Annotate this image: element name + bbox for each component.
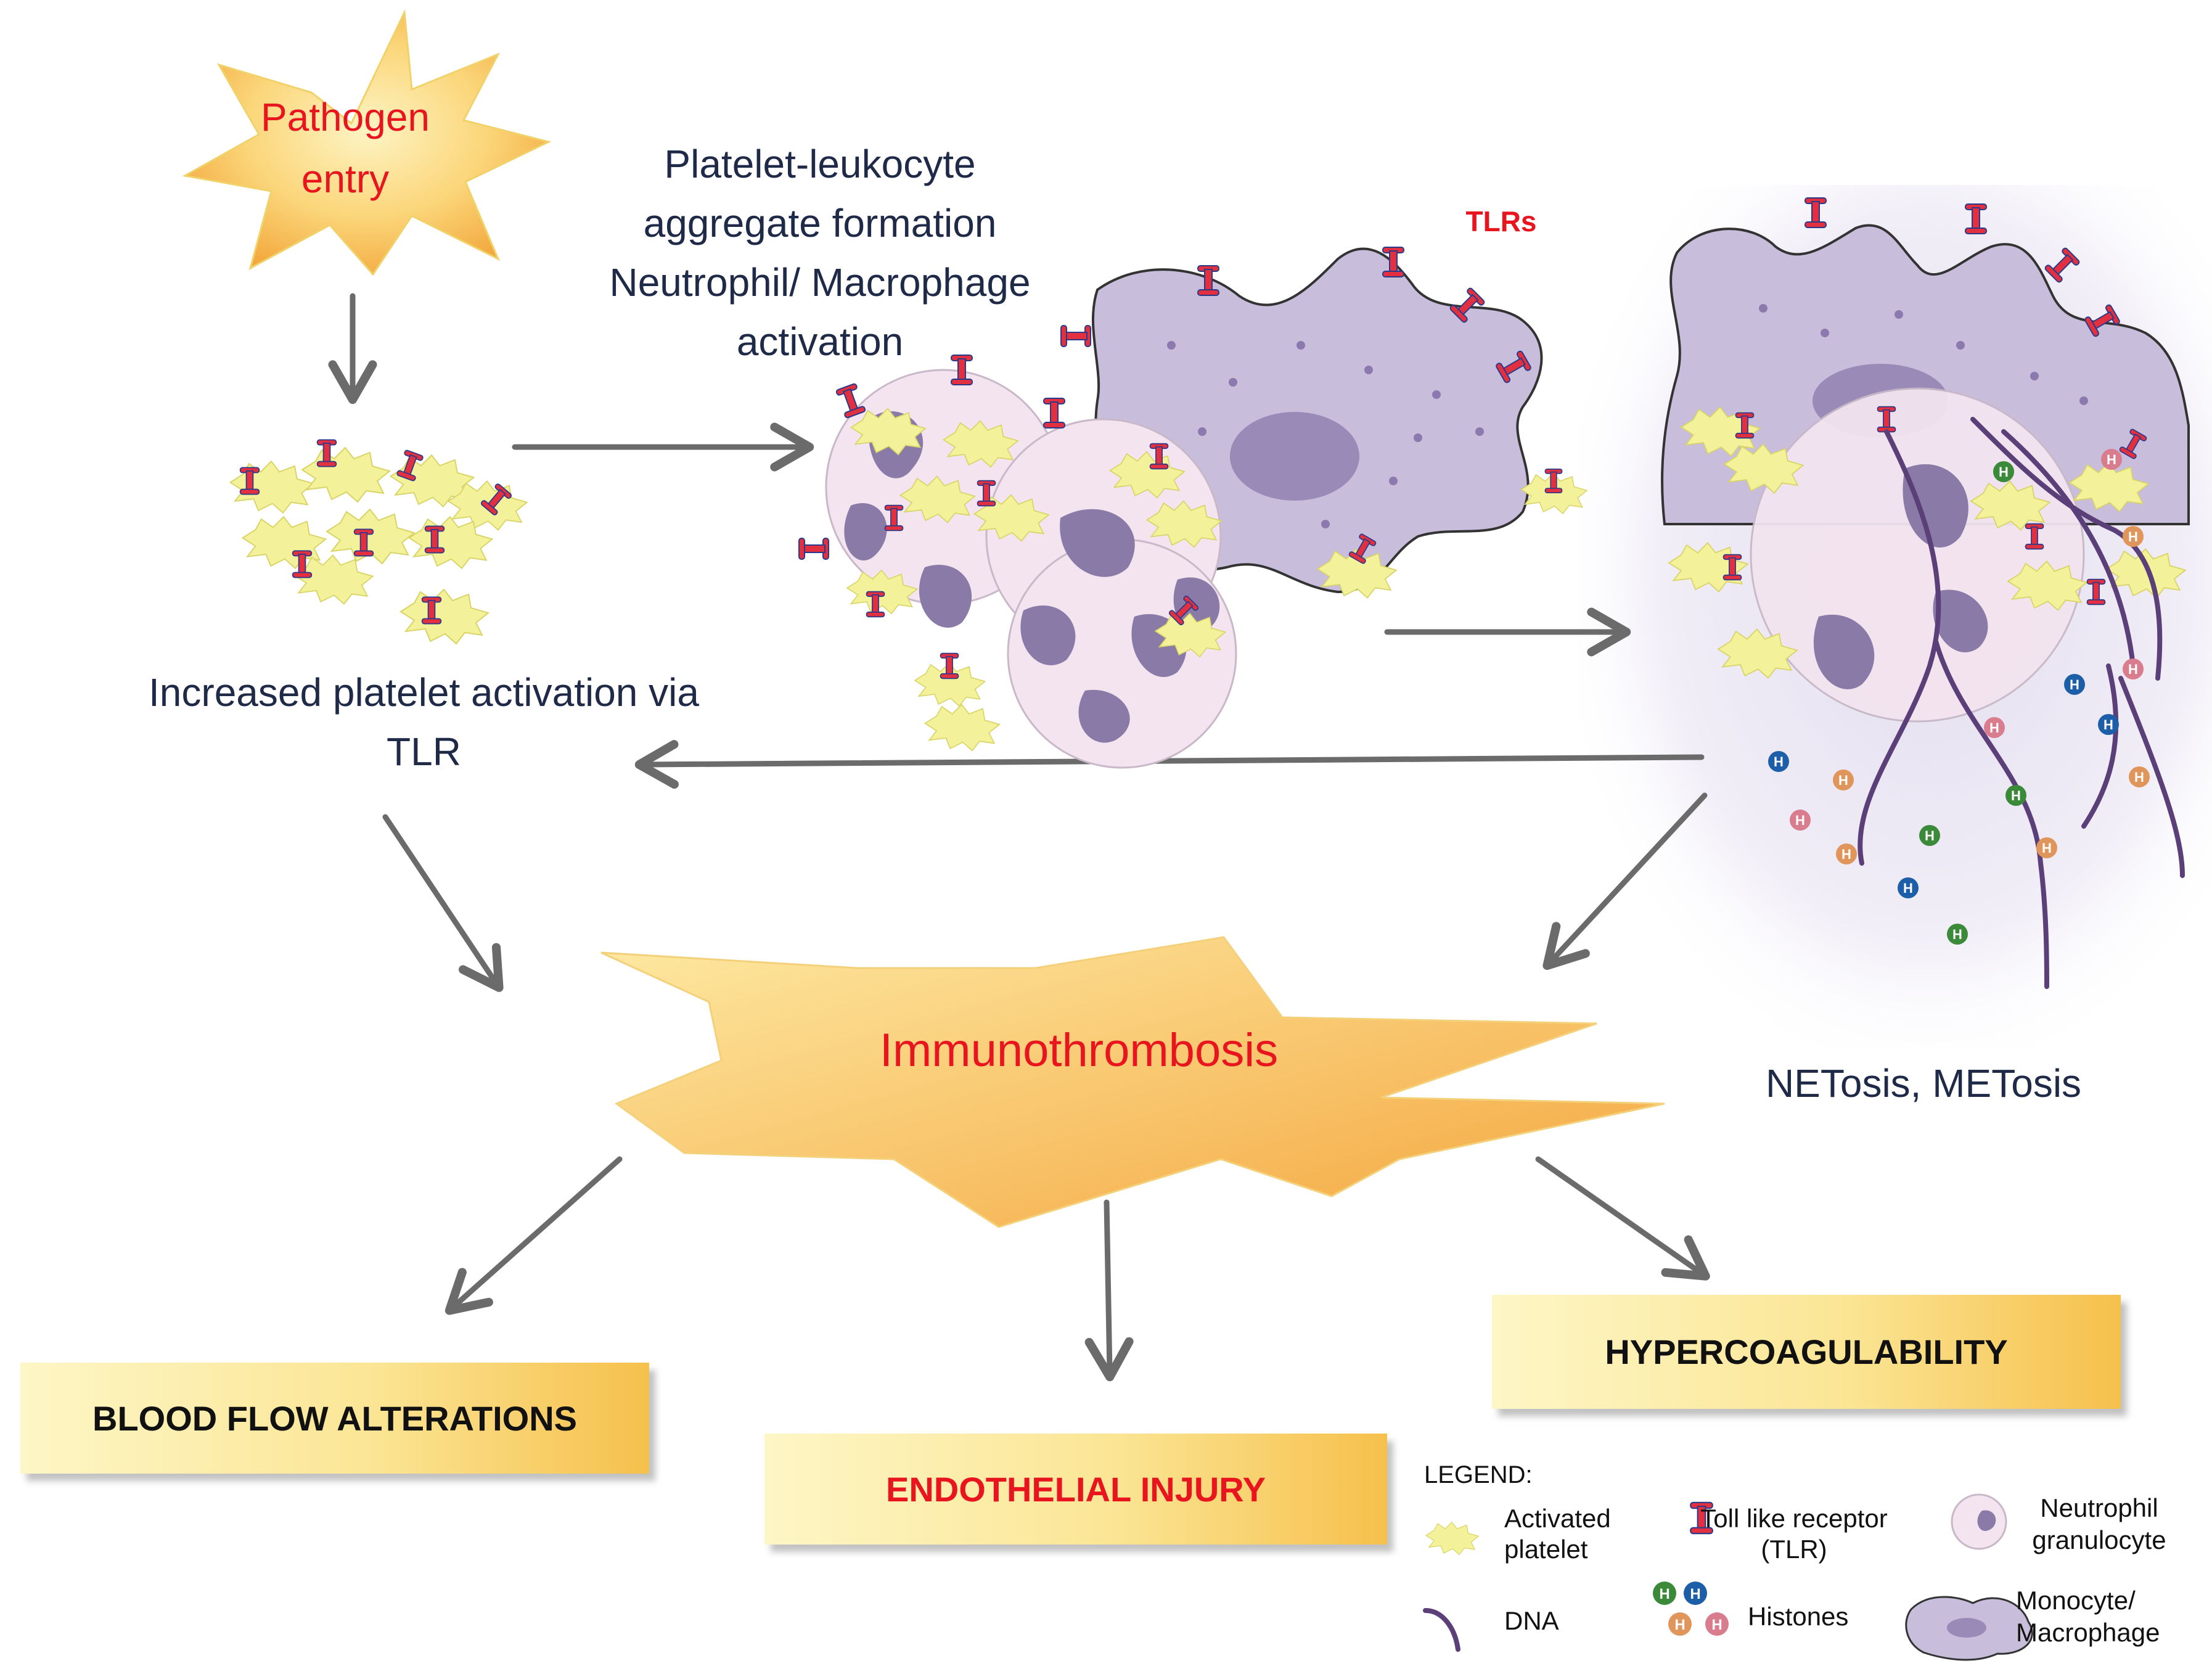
netosis-cells: H H H H H H H H H H H H H H H H H	[1661, 197, 2190, 989]
legend-monocyte-line-2: Macrophage	[2016, 1618, 2160, 1647]
legend-neutrophil-label: Neutrophil granulocyte	[2016, 1492, 2182, 1556]
svg-text:H: H	[2107, 452, 2116, 467]
legend-tlr-line-2: (TLR)	[1761, 1535, 1827, 1564]
svg-text:H: H	[2128, 529, 2138, 544]
svg-text:H: H	[2042, 840, 2052, 856]
svg-text:H: H	[1674, 1617, 1685, 1633]
svg-text:H: H	[2134, 769, 2144, 785]
legend-icons: H H H H	[1423, 1493, 2033, 1661]
arrow-net-to-platelet-activation	[634, 740, 1705, 789]
svg-text:H: H	[1774, 754, 1784, 769]
endothelial-injury-box: ENDOTHELIAL INJURY	[764, 1434, 1387, 1545]
svg-text:H: H	[1903, 880, 1913, 896]
platelet-activation-label: Increased platelet activation via TLR	[62, 663, 786, 781]
svg-text:H: H	[1925, 828, 1935, 843]
legend-monocyte-line-1: Monocyte/	[2016, 1586, 2136, 1615]
svg-text:H: H	[2128, 662, 2138, 677]
netosis-metosis-label: NETosis, METosis	[1765, 1061, 2082, 1106]
arrow-to-blood-flow	[444, 1156, 623, 1315]
svg-text:H: H	[2070, 677, 2079, 692]
aggregate-formation-label: Platelet-leukocyte aggregate formation N…	[481, 134, 1159, 371]
histones-scatter: H H H H H H H H H H H H H H H H H	[1768, 449, 2150, 945]
immunothrombosis-label: Immunothrombosis	[879, 1024, 1279, 1077]
platelet-activation-line-1: Increased platelet activation via	[149, 670, 699, 715]
svg-text:H: H	[1841, 847, 1851, 862]
aggregate-line-3: Neutrophil/ Macrophage	[609, 260, 1031, 305]
svg-text:H: H	[2103, 717, 2113, 732]
svg-text:H: H	[1690, 1586, 1700, 1602]
legend-platelet-icon	[1425, 1522, 1479, 1555]
legend-monocyte-label: Monocyte/ Macrophage	[2016, 1585, 2189, 1649]
pathogen-entry-star	[182, 9, 552, 276]
aggregate-line-1: Platelet-leukocyte	[664, 142, 976, 186]
endothelial-injury-text: ENDOTHELIAL INJURY	[885, 1469, 1266, 1509]
svg-text:H: H	[1999, 464, 2009, 480]
legend-dna-icon	[1423, 1608, 1460, 1652]
arrow-to-hypercoag	[1535, 1156, 1710, 1281]
legend-neutrophil-line-1: Neutrophil	[2040, 1493, 2158, 1522]
legend-tlr-label: Toll like receptor (TLR)	[1689, 1503, 1899, 1565]
flow-arrows	[328, 293, 1710, 1382]
legend-dna-label: DNA	[1504, 1606, 1559, 1635]
legend-tlr-line-1: Toll like receptor	[1700, 1504, 1888, 1533]
aggregate-line-2: aggregate formation	[643, 201, 997, 245]
legend-histones-icon: H H H H	[1653, 1582, 1729, 1636]
legend-histones-label: Histones	[1748, 1602, 1849, 1631]
legend-platelet-line-2: platelet	[1504, 1535, 1588, 1564]
arrow-to-endothelial	[1084, 1199, 1134, 1382]
svg-text:H: H	[1659, 1586, 1669, 1602]
hypercoagulability-text: HYPERCOAGULABILITY	[1605, 1332, 2008, 1371]
immunothrombosis-star	[600, 936, 1665, 1228]
legend-neutrophil-line-2: granulocyte	[2032, 1525, 2166, 1554]
blood-flow-alterations-text: BLOOD FLOW ALTERATIONS	[92, 1398, 577, 1438]
arrow-net-to-immunothrombosis	[1542, 792, 1708, 970]
legend-platelet-label: Activated platelet	[1504, 1503, 1646, 1565]
legend-platelet-line-1: Activated	[1504, 1504, 1611, 1533]
aggregate-line-4: activation	[736, 319, 904, 364]
platelet-cluster	[229, 439, 528, 644]
tlrs-label: TLRs	[1465, 205, 1537, 237]
pathogen-line-2: entry	[301, 157, 390, 201]
svg-text:H: H	[1838, 773, 1848, 788]
svg-text:H: H	[1989, 720, 1999, 736]
svg-text:H: H	[2011, 788, 2021, 803]
hypercoagulability-box: HYPERCOAGULABILITY	[1492, 1295, 2121, 1409]
legend-title: LEGEND:	[1424, 1461, 1533, 1488]
pathogen-line-1: Pathogen	[260, 95, 430, 139]
svg-text:H: H	[1795, 813, 1805, 828]
legend-neutrophil-icon	[1951, 1493, 2007, 1550]
legend-macrophage-icon	[1905, 1596, 2033, 1661]
svg-text:H: H	[1711, 1617, 1722, 1633]
platelet-activation-line-2: TLR	[387, 729, 461, 774]
dna-strands	[1858, 417, 2185, 989]
svg-text:H: H	[1952, 927, 1962, 942]
pathogen-entry-label: Pathogen entry	[234, 86, 456, 210]
neutrophil-cluster	[798, 355, 1237, 769]
blood-flow-alterations-box: BLOOD FLOW ALTERATIONS	[20, 1363, 649, 1474]
arrow-platelets-to-immunothrombosis	[382, 814, 504, 992]
